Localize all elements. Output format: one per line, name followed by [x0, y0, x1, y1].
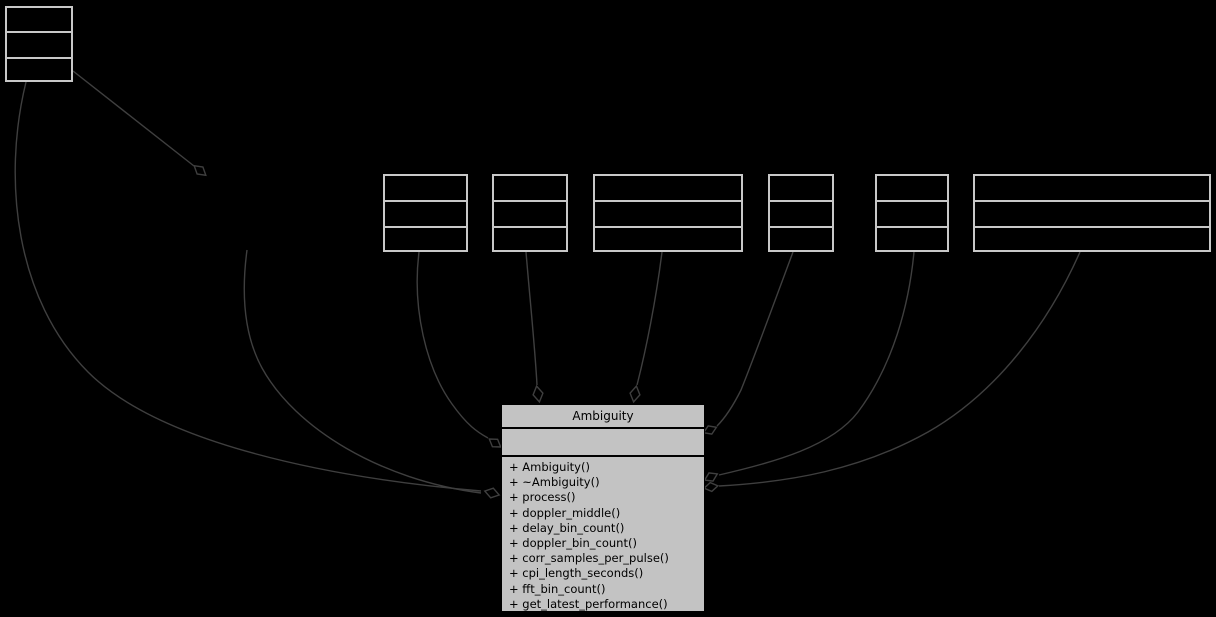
open-diamond-arrowhead-icon [488, 438, 502, 448]
node-compartment [975, 200, 1209, 228]
ambiguity-class-node: Ambiguity + Ambiguity() + ~Ambiguity() +… [501, 404, 705, 612]
method-entry: + cpi_length_seconds() [509, 566, 644, 581]
node-compartment [595, 228, 741, 250]
node-compartment [595, 200, 741, 228]
method-entry: + process() [509, 490, 576, 505]
related-class-node-5[interactable] [875, 174, 949, 252]
method-entry: + corr_samples_per_pulse() [509, 551, 669, 566]
open-diamond-arrowhead-icon [629, 384, 641, 404]
method-entry: + get_latest_performance() [509, 596, 668, 611]
attributes-compartment [502, 429, 704, 457]
edge-node-c [636, 251, 663, 386]
method-entry: + Ambiguity() [509, 460, 590, 474]
related-class-node-4[interactable] [768, 174, 834, 252]
node-compartment [7, 8, 71, 31]
node-compartment [494, 228, 566, 250]
edge-node-b [525, 251, 538, 386]
node-compartment [7, 59, 71, 80]
edge-topleft-sweep [14, 81, 482, 492]
node-compartment [385, 200, 466, 228]
open-diamond-arrowhead-icon [532, 384, 544, 404]
node-compartment [494, 200, 566, 228]
edge-hidden-node [243, 249, 482, 494]
related-class-node-1[interactable] [383, 174, 468, 252]
related-class-node-top-left[interactable] [5, 6, 73, 82]
method-entry: + delay_bin_count() [509, 520, 625, 535]
node-compartment [770, 228, 832, 250]
method-entry: + fft_bin_count() [509, 581, 606, 596]
node-compartment [385, 176, 466, 200]
edge-node-e [718, 251, 915, 476]
class-title: Ambiguity [502, 405, 704, 429]
method-entry: + doppler_bin_count() [509, 535, 637, 550]
node-compartment [877, 228, 947, 250]
edge-node-f [718, 251, 1081, 487]
node-compartment [770, 176, 832, 200]
node-compartment [7, 31, 71, 59]
node-compartment [877, 176, 947, 200]
edge-node-d [716, 251, 794, 427]
open-diamond-arrowhead-icon [483, 487, 501, 499]
method-entry: + ~Ambiguity() [509, 475, 600, 490]
related-class-node-2[interactable] [492, 174, 568, 252]
node-compartment [877, 200, 947, 228]
method-entry: + doppler_middle() [509, 505, 621, 520]
node-compartment [975, 228, 1209, 250]
open-diamond-arrowhead-icon [703, 472, 719, 482]
node-compartment [494, 176, 566, 200]
node-compartment [595, 176, 741, 200]
methods-compartment: + Ambiguity() + ~Ambiguity() + process()… [502, 457, 704, 612]
related-class-node-6[interactable] [973, 174, 1211, 252]
related-class-node-3[interactable] [593, 174, 743, 252]
open-diamond-arrowhead-icon [702, 481, 720, 493]
node-compartment [385, 228, 466, 250]
node-compartment [770, 200, 832, 228]
open-diamond-arrowhead-icon [193, 164, 207, 177]
edge-topleft-short [72, 70, 195, 167]
edge-node-a [416, 251, 489, 439]
node-compartment [975, 176, 1209, 200]
open-diamond-arrowhead-icon [702, 425, 718, 435]
